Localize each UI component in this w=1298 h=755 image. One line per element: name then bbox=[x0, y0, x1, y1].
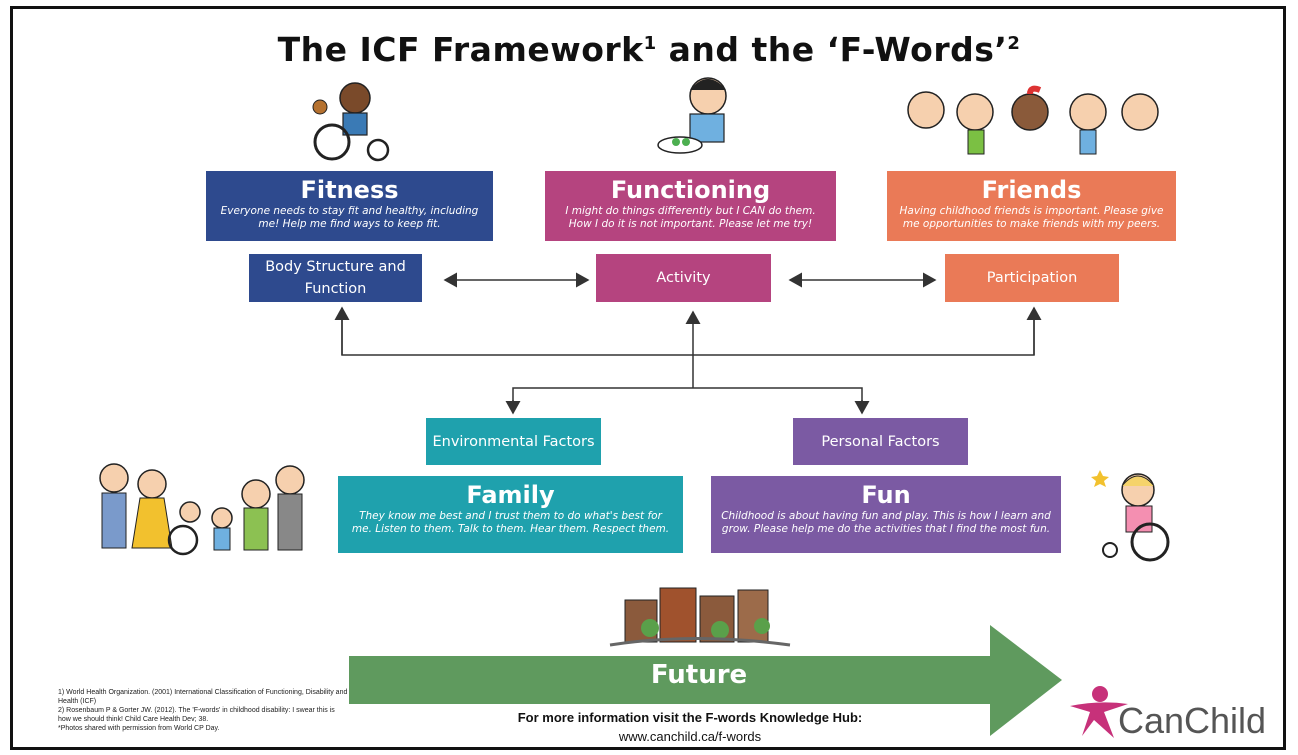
reference-3: *Photos shared with permission from Worl… bbox=[58, 725, 220, 732]
fitness-text: Everyone needs to stay fit and healthy, … bbox=[220, 205, 479, 230]
friends-heading: Friends bbox=[981, 176, 1082, 204]
future-arrow bbox=[349, 625, 1062, 736]
info-line-1: For more information visit the F-words K… bbox=[517, 710, 863, 725]
eating-boy-illustration bbox=[657, 77, 727, 154]
canchild-logo-icon bbox=[1070, 686, 1128, 738]
references: 1) World Health Organization. (2001) Int… bbox=[58, 688, 348, 733]
body-structure-box: Body Structure and Function bbox=[249, 254, 422, 302]
fun-text: Childhood is about having fun and play. … bbox=[721, 510, 1051, 535]
page-title: The ICF Framework1 and the ‘F-Words’2 bbox=[277, 30, 1021, 69]
friends-text: Having childhood friends is important. P… bbox=[899, 205, 1164, 230]
wheelchair-boy-illustration bbox=[312, 82, 390, 162]
princess-wheelchair-illustration bbox=[1091, 470, 1170, 562]
canchild-logo-text: CanChild bbox=[1118, 700, 1267, 741]
family-text: They know me best and I trust them to do… bbox=[351, 510, 670, 535]
family-illustration bbox=[99, 463, 305, 556]
city-illustration bbox=[609, 587, 791, 647]
activity-box: Activity bbox=[596, 254, 771, 302]
reference-1: 1) World Health Organization. (2001) Int… bbox=[58, 689, 348, 705]
participation-box: Participation bbox=[945, 254, 1119, 302]
functioning-box: Functioning I might do things differentl… bbox=[545, 171, 836, 241]
family-box: Family They know me best and I trust the… bbox=[338, 476, 683, 553]
fun-heading: Fun bbox=[861, 481, 911, 509]
friends-illustration bbox=[907, 85, 1159, 155]
environmental-factors-box: Environmental Factors bbox=[426, 418, 601, 465]
functioning-heading: Functioning bbox=[610, 176, 771, 204]
bracket-line bbox=[341, 308, 1035, 356]
info-link[interactable]: www.canchild.ca/f-words bbox=[618, 729, 762, 744]
fitness-box: Fitness Everyone needs to stay fit and h… bbox=[206, 171, 493, 241]
personal-factors-box: Personal Factors bbox=[793, 418, 968, 465]
family-heading: Family bbox=[466, 481, 555, 509]
future-label: Future bbox=[650, 660, 748, 690]
reference-2: 2) Rosenbaum P & Gorter JW. (2012). The … bbox=[58, 707, 335, 723]
fitness-heading: Fitness bbox=[300, 176, 399, 204]
fun-box: Fun Childhood is about having fun and pl… bbox=[711, 476, 1061, 553]
info-block: For more information visit the F-words K… bbox=[430, 710, 950, 744]
functioning-text: I might do things differently but I CAN … bbox=[565, 205, 816, 230]
friends-box: Friends Having childhood friends is impo… bbox=[887, 171, 1176, 241]
